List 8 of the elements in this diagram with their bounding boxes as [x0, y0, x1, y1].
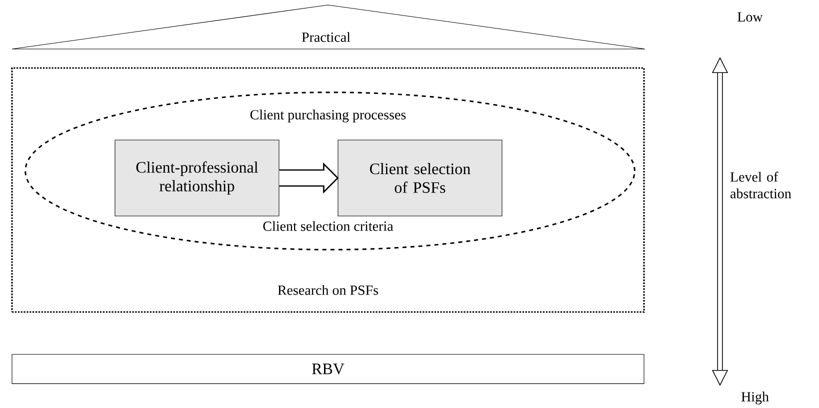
axis-label: High	[741, 392, 769, 404]
base-box: RBV	[12, 354, 644, 384]
axis-label: Low	[738, 12, 763, 22]
concept-box: Client selection of PSFs	[338, 140, 502, 216]
axis-label: Level of abstraction	[730, 172, 792, 198]
concept-box: Client-professional relationship	[114, 140, 280, 216]
roof-triangle: Practical	[12, 4, 646, 50]
block-arrow	[278, 162, 339, 194]
